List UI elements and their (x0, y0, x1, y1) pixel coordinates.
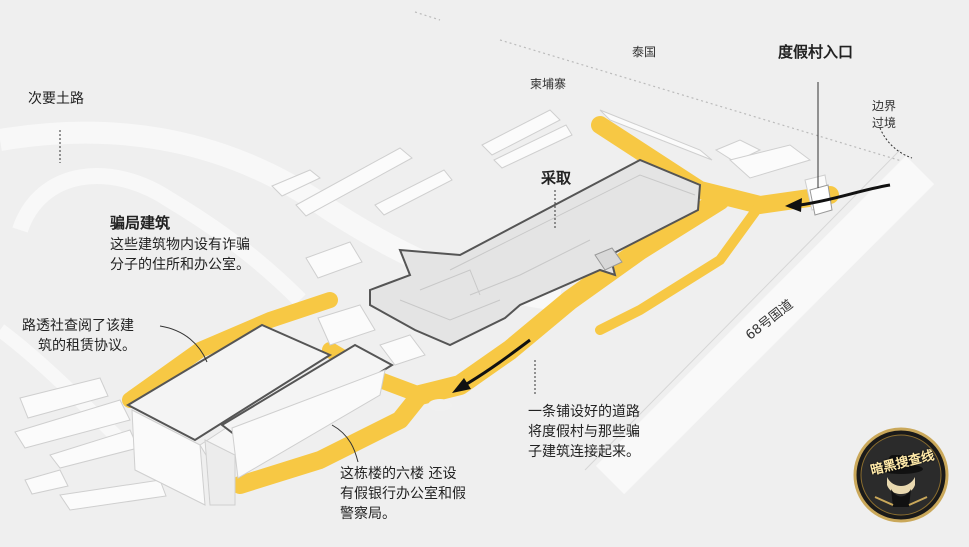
highway-68 (595, 155, 935, 495)
raided-compound (369, 158, 702, 347)
label-border-crossing-1: 边界 (872, 99, 897, 113)
highway-68-edge (584, 149, 901, 471)
label-reuters-1: 路透社查阅了该建 (22, 318, 134, 334)
label-scam-buildings-title: 骗局建筑 (110, 214, 171, 232)
label-secondary-road: 次要土路 (28, 91, 84, 107)
watermark-badge-icon (853, 427, 949, 523)
label-road-desc-2: 将度假村与那些骗 (528, 424, 640, 440)
label-cambodia: 柬埔寨 (530, 77, 567, 91)
scam-building-complex (125, 323, 394, 506)
label-sixth-floor-1: 这栋楼的六楼 还设 (340, 466, 457, 482)
outbuildings (14, 109, 831, 511)
dirt-road (12, 168, 306, 306)
label-border-crossing-2: 过境 (872, 116, 897, 130)
border-line (499, 39, 916, 166)
route-arrows (452, 183, 891, 393)
label-scam-buildings-desc-1: 这些建筑物内设有诈骗 (110, 237, 250, 253)
label-raid: 采取 (541, 169, 572, 187)
label-scam-buildings-desc-2: 分子的住所和办公室。 (110, 257, 250, 273)
leader-lines (59, 82, 913, 463)
label-road-desc-3: 子建筑连接起来。 (528, 444, 640, 460)
label-sixth-floor-3: 警察局。 (340, 506, 396, 522)
label-thailand: 泰国 (632, 45, 657, 59)
label-resort-entrance: 度假村入口 (778, 43, 854, 61)
label-sixth-floor-2: 有假银行办公室和假 (340, 486, 466, 502)
roundabout (428, 399, 452, 411)
border-line (414, 11, 441, 21)
label-reuters-2: 筑的租赁协议。 (38, 338, 136, 354)
label-road-desc-1: 一条铺设好的道路 (528, 404, 640, 420)
